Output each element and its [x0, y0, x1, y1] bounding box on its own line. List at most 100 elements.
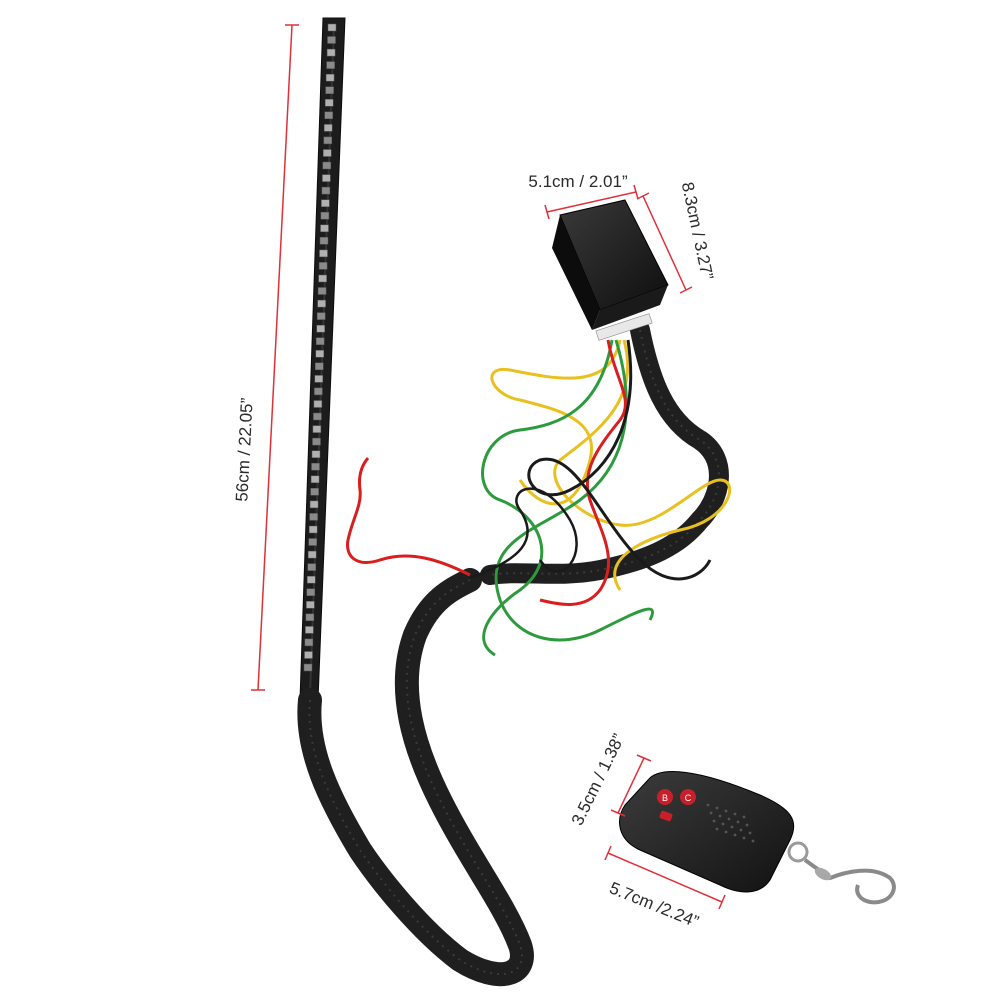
led-chip — [307, 550, 317, 559]
led-chip — [305, 626, 314, 634]
grille-hole — [721, 822, 725, 826]
grille-hole — [715, 827, 719, 831]
remote-button-b-label: B — [662, 793, 668, 803]
keyring-clip — [787, 841, 896, 905]
led-chip — [310, 488, 319, 496]
led-chip — [306, 588, 316, 596]
led-chip — [307, 563, 317, 571]
led-chip — [308, 538, 317, 546]
grille-hole — [745, 823, 749, 827]
led-chip — [316, 312, 326, 320]
led-chip — [326, 48, 336, 57]
led-chip — [317, 287, 327, 295]
led-chip — [324, 99, 334, 107]
remote-button-c-label: C — [685, 793, 692, 803]
led-chip — [315, 362, 324, 371]
wire-yellow-2 — [553, 339, 731, 591]
led-chip — [323, 149, 332, 157]
controller-ribbon-cable — [480, 320, 729, 585]
controller-height-label: 8.3cm / 3.27” — [678, 180, 717, 281]
remote-speaker-grille — [706, 803, 755, 843]
grille-hole — [733, 833, 737, 837]
led-chip — [327, 36, 336, 44]
led-chip — [314, 387, 323, 396]
led-chip — [316, 324, 325, 333]
grille-hole — [742, 836, 746, 840]
led-chip — [325, 73, 335, 82]
led-chip — [320, 211, 330, 220]
led-chip — [308, 525, 318, 534]
led-chip — [309, 513, 318, 521]
grille-hole — [709, 811, 713, 815]
strip-ribbon-cable — [297, 568, 534, 987]
led-chip — [321, 199, 330, 207]
grille-hole — [718, 814, 722, 818]
led-chip — [327, 23, 337, 32]
led-chip — [307, 575, 316, 584]
wire-yellow-1 — [490, 339, 622, 506]
wire-black-1 — [527, 339, 712, 581]
remote-button-a[interactable] — [659, 810, 673, 822]
led-chip — [306, 601, 315, 609]
controller-width-label: 5.1cm / 2.01” — [528, 172, 628, 191]
led-chip — [315, 350, 325, 358]
grille-hole — [736, 820, 740, 824]
grille-hole — [739, 828, 743, 832]
grille-hole — [730, 825, 734, 829]
dimension-strip-length: 56cm / 22.05” — [232, 24, 299, 691]
led-chip — [319, 237, 329, 245]
led-chip — [309, 500, 319, 509]
led-dots — [303, 23, 337, 672]
grille-hole — [724, 809, 728, 813]
led-chip — [312, 437, 321, 446]
led-chip — [312, 425, 322, 433]
led-chip — [324, 111, 333, 120]
grille-hole — [712, 819, 716, 823]
grille-hole — [751, 839, 755, 843]
led-chip — [311, 450, 321, 458]
led-chip — [313, 412, 322, 421]
led-chip — [322, 161, 332, 170]
led-chip — [321, 186, 331, 195]
grille-hole — [742, 815, 746, 819]
grille-hole — [715, 806, 719, 810]
wires — [345, 339, 731, 657]
led-chip — [326, 61, 335, 69]
led-chip — [305, 613, 315, 622]
wire-red-strip — [345, 457, 471, 577]
remote-control: B C — [619, 771, 896, 905]
led-chip — [318, 274, 327, 283]
led-chip — [314, 375, 324, 383]
wire-red-1 — [539, 339, 627, 606]
remote-button-b[interactable] — [657, 789, 673, 805]
led-chip — [303, 663, 313, 672]
led-chip — [304, 638, 314, 647]
led-chip — [322, 174, 331, 182]
led-chip — [318, 262, 328, 270]
grille-hole — [706, 803, 710, 807]
led-chip — [325, 86, 334, 94]
led-chip — [310, 475, 320, 484]
led-chip — [323, 136, 333, 145]
led-chip — [311, 462, 320, 471]
dimension-controller-width: 5.1cm / 2.01” — [528, 172, 639, 220]
grille-hole — [733, 812, 737, 816]
led-chip — [320, 224, 329, 233]
grille-hole — [748, 831, 752, 835]
remote-button-c[interactable] — [680, 789, 696, 805]
led-chip — [313, 400, 323, 408]
wire-green-2 — [494, 339, 654, 642]
controller-box — [552, 199, 669, 341]
wire-black-2 — [469, 487, 578, 580]
strip-length-label: 56cm / 22.05” — [232, 397, 256, 502]
wire-green-1 — [481, 339, 614, 657]
led-strip — [299, 17, 346, 701]
led-chip — [315, 337, 325, 345]
led-chip — [323, 124, 333, 132]
grille-hole — [724, 830, 728, 834]
led-chip — [319, 249, 328, 258]
led-chip — [304, 651, 313, 659]
controller-connector — [595, 313, 653, 341]
